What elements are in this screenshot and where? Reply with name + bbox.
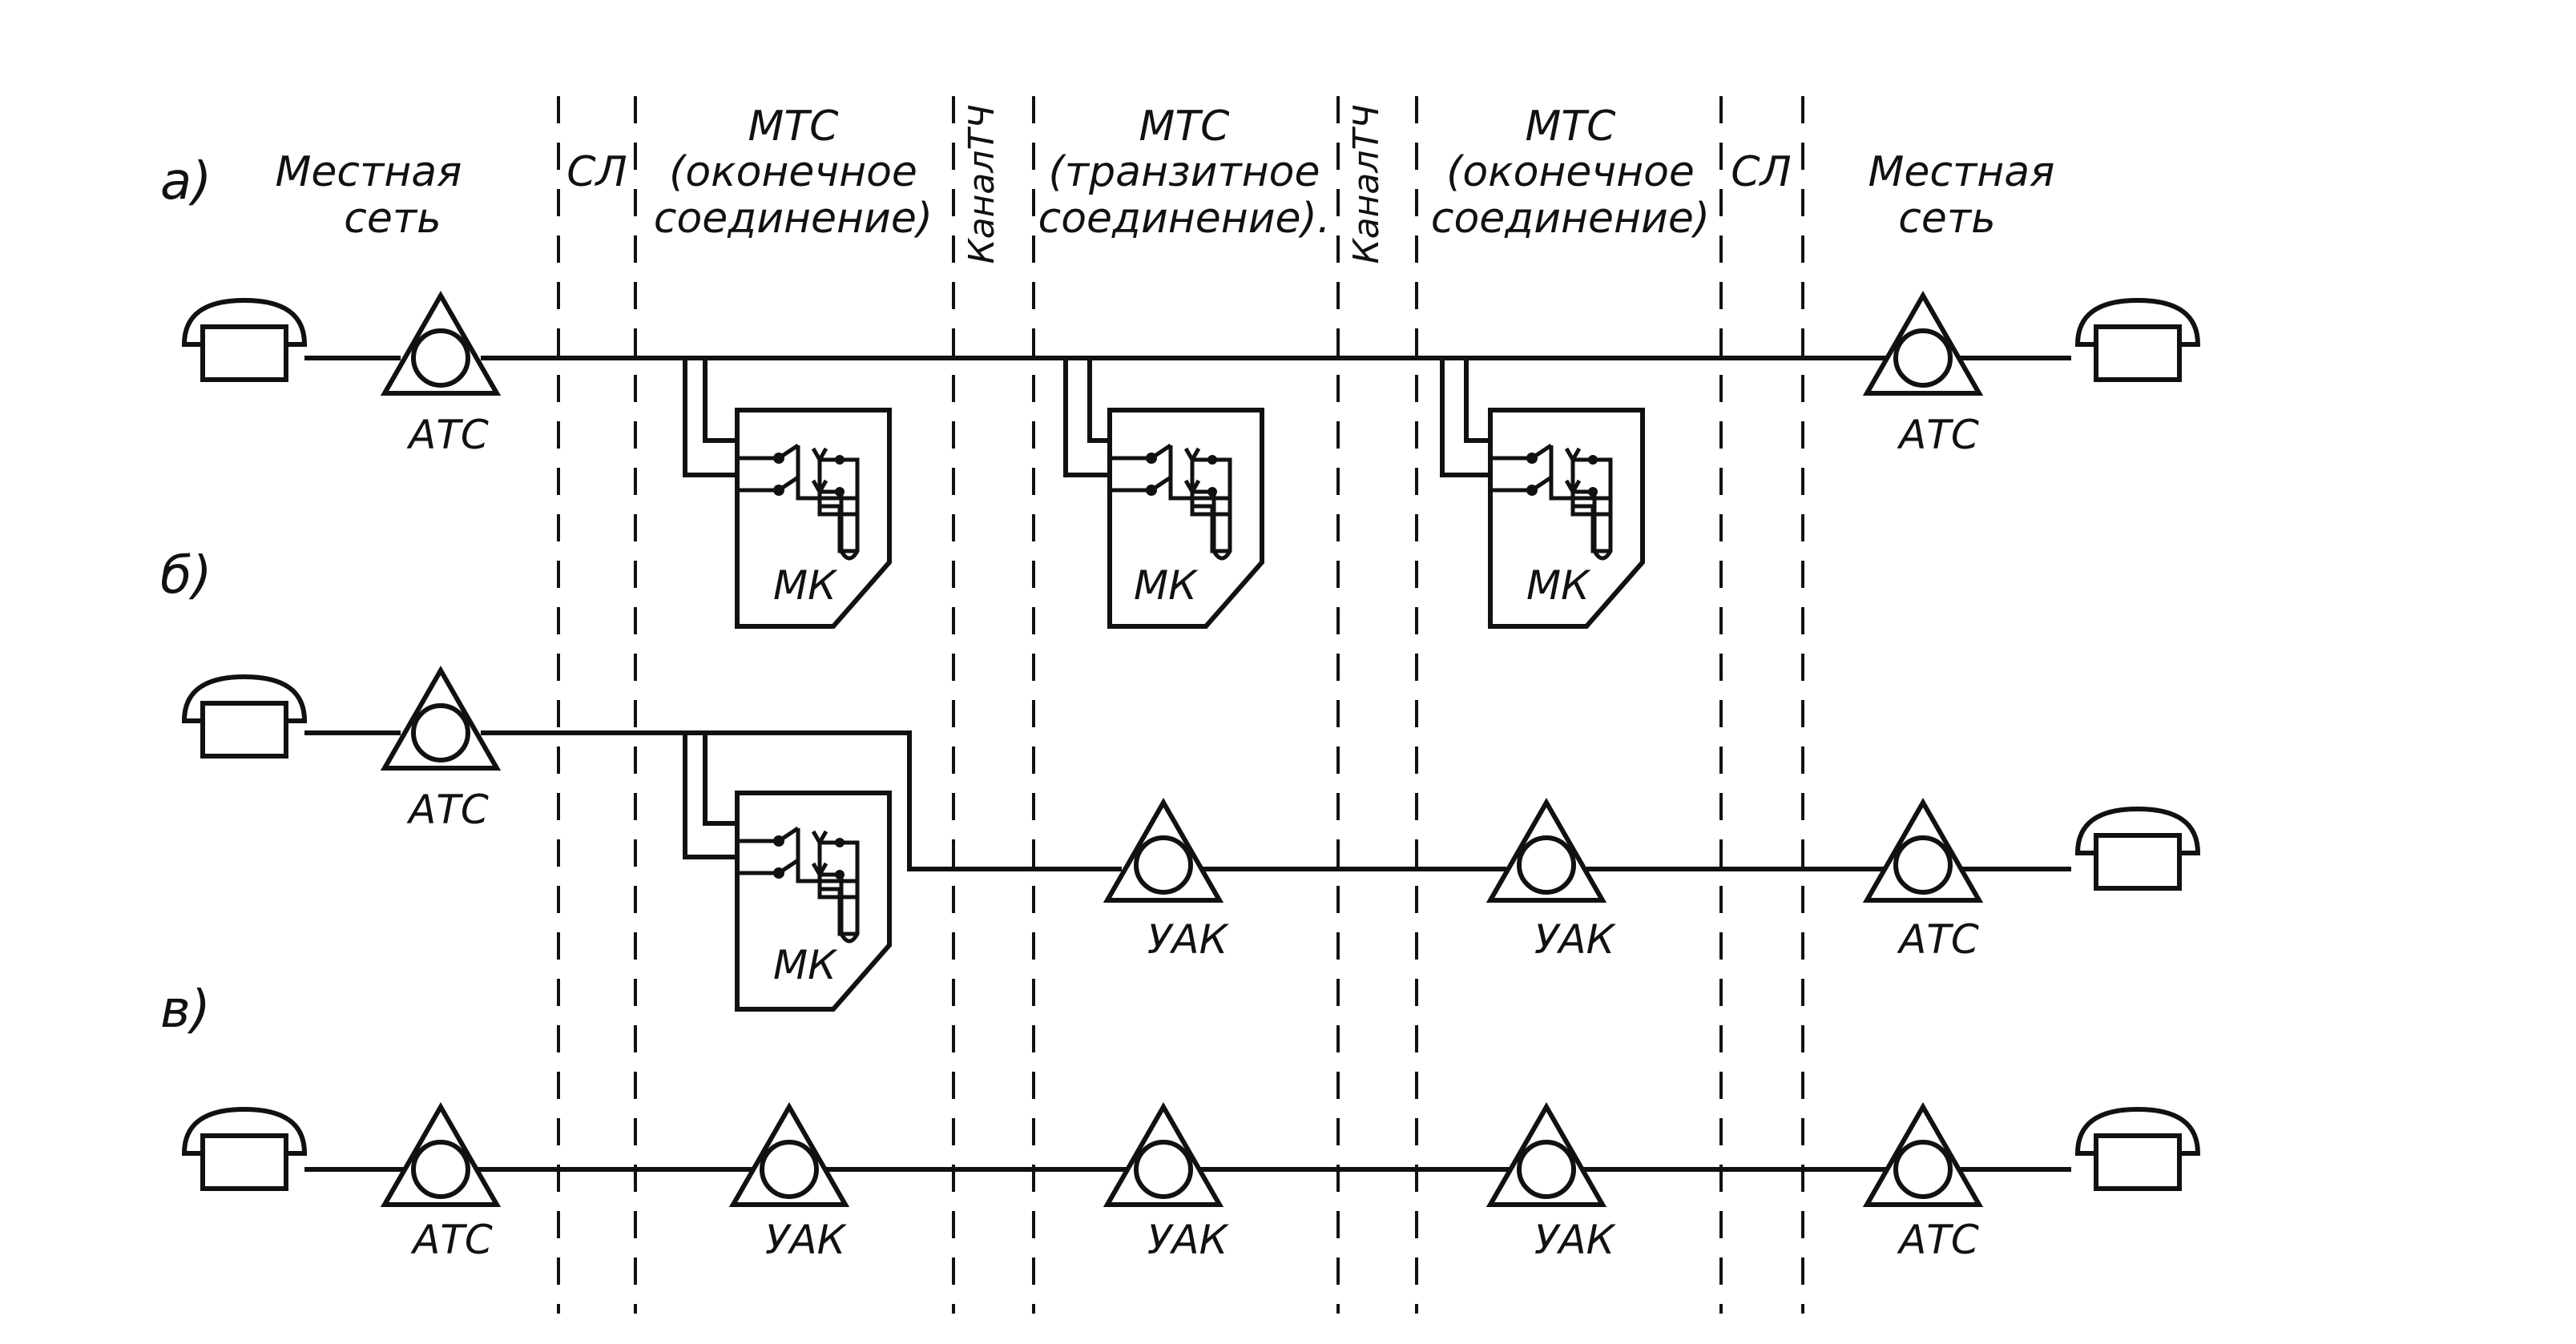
row-b-branch <box>703 733 737 826</box>
uak-station-icon <box>733 1107 845 1205</box>
mk-label: МК <box>1526 562 1591 609</box>
zone-sl-left: СЛ <box>566 148 627 196</box>
zone-mtc-transit-line2: (транзитное <box>1049 148 1320 196</box>
zone-sl-right: СЛ <box>1731 148 1791 196</box>
telephone-icon <box>184 300 304 380</box>
telephone-icon <box>184 1109 304 1189</box>
row-label-a: а) <box>160 152 212 211</box>
atc-label: АТС <box>1897 916 1979 963</box>
atc-label: АТС <box>406 787 489 833</box>
atc-station-icon <box>1867 1107 1979 1205</box>
zone-mtc-transit-line1: МТС <box>1139 103 1231 151</box>
uak-label: УАК <box>1534 916 1617 963</box>
mk-label: МК <box>773 562 838 609</box>
mk-label: МК <box>773 942 838 988</box>
atc-label: АТС <box>1897 1217 1979 1263</box>
zone-mtc-terminal-left-line2: (оконечное <box>669 148 917 196</box>
zone-mtc-terminal-left-line3: соединение) <box>654 195 933 243</box>
uak-station-icon <box>1490 1107 1602 1205</box>
telephone-icon <box>2078 1109 2198 1189</box>
uak-label: УАК <box>1147 1217 1230 1263</box>
zone-mtc-transit-line3: соединение). <box>1038 195 1331 243</box>
uak-label: УАК <box>1534 1217 1617 1263</box>
zone-local-right-line1: Местная <box>1869 148 2055 196</box>
zone-kanal-tch-left: КаналТЧ <box>961 104 1002 264</box>
atc-label: АТС <box>406 412 489 458</box>
zone-mtc-terminal-right-line2: (оконечное <box>1446 148 1695 196</box>
zone-local-right-line2: сеть <box>1898 195 1996 243</box>
atc-station-icon <box>1867 803 1979 900</box>
row-markers: а) б) в) <box>160 152 212 1040</box>
zone-mtc-terminal-right-line3: соединение) <box>1431 195 1710 243</box>
zone-boundaries <box>557 96 1804 1314</box>
mk-label: МК <box>1134 562 1199 609</box>
row-b-line <box>304 730 2071 871</box>
atc-station-icon <box>385 670 497 768</box>
uak-station-icon <box>1490 803 1602 900</box>
uak-station-icon <box>1107 803 1219 900</box>
atc-label: АТС <box>410 1217 493 1263</box>
zone-local-left-line2: сеть <box>344 195 441 243</box>
telephone-icon <box>2078 809 2198 888</box>
uak-station-icon <box>1107 1107 1219 1205</box>
zone-mtc-terminal-left-line1: МТС <box>748 103 840 151</box>
atc-label: АТС <box>1897 412 1979 458</box>
row-b: АТС МК УАК УАК АТС <box>184 670 2198 1009</box>
atc-station-icon <box>1867 296 1979 393</box>
row-label-v: в) <box>160 980 211 1040</box>
row-a-branches <box>703 358 1490 443</box>
zone-kanal-tch-right: КаналТЧ <box>1346 104 1387 264</box>
row-v: АТС УАК УАК УАК АТС <box>184 1107 2198 1263</box>
uak-label: УАК <box>765 1217 848 1263</box>
row-a: АТС МК МК МК АТС <box>184 296 2198 626</box>
atc-station-icon <box>385 296 497 393</box>
telephone-icon <box>2078 300 2198 380</box>
zone-local-left-line1: Местная <box>276 148 462 196</box>
telephone-icon <box>184 677 304 756</box>
zone-mtc-terminal-right-line1: МТС <box>1526 103 1617 151</box>
row-label-b: б) <box>160 546 212 606</box>
atc-station-icon <box>385 1107 497 1205</box>
uak-label: УАК <box>1147 916 1230 963</box>
zone-headers: Местная сеть СЛ МТС (оконечное соединени… <box>276 103 2055 264</box>
row-a-line <box>304 356 2071 477</box>
